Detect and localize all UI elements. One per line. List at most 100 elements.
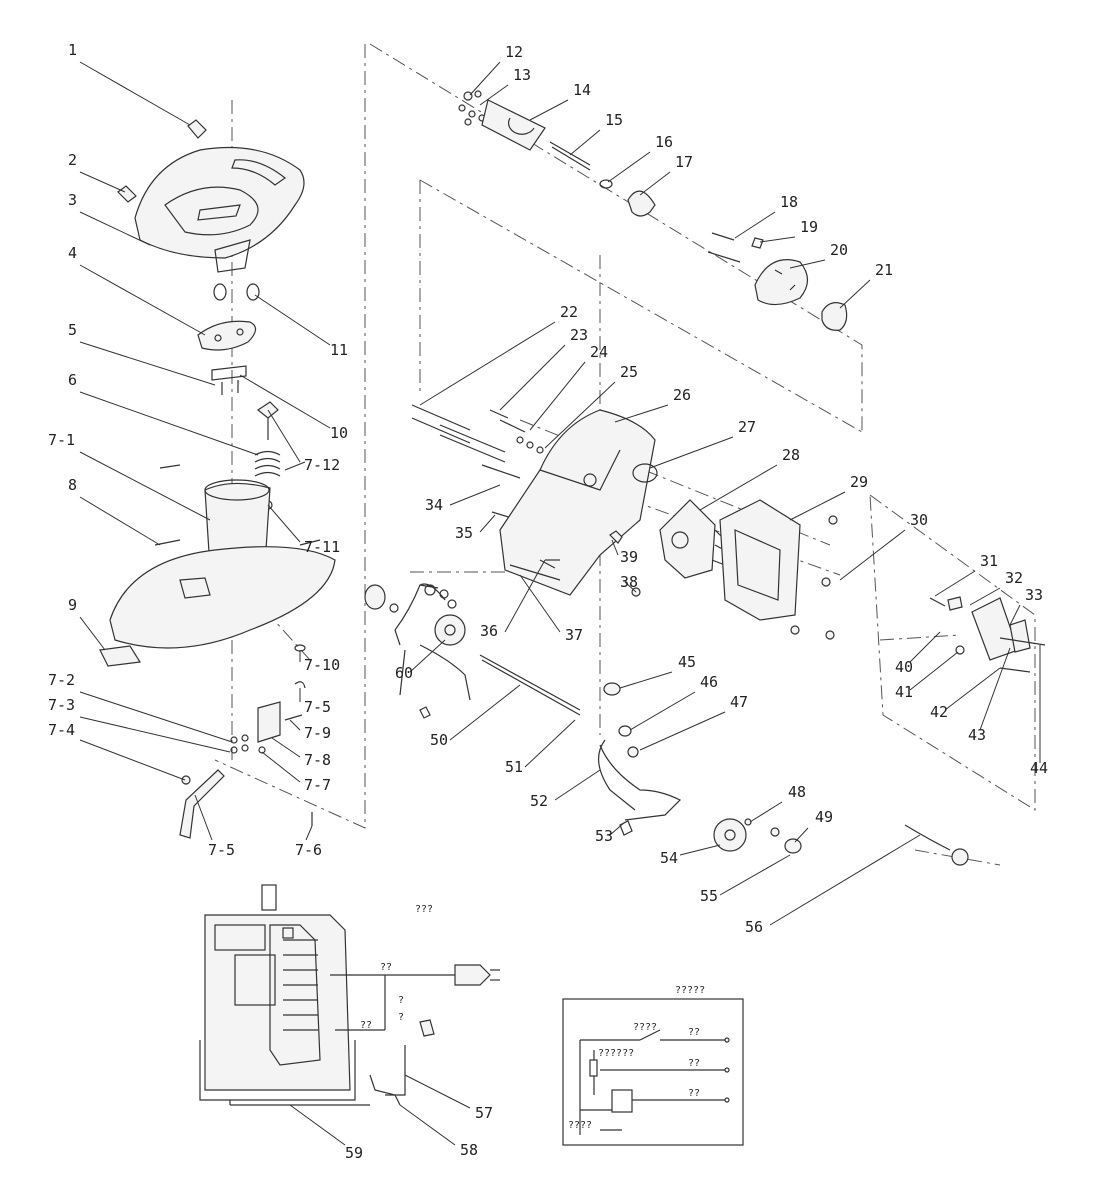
wiring-label-wire-mid-2: ? — [398, 1012, 404, 1023]
part-callout-21: 21 — [875, 261, 893, 279]
part-callout-54: 54 — [660, 849, 678, 867]
part-callout-7-10: 7-10 — [304, 656, 340, 674]
part-callout-7-11: 7-11 — [304, 538, 340, 556]
leader-line — [194, 794, 213, 841]
part-callout-24: 24 — [590, 343, 608, 361]
leader-line — [789, 259, 826, 269]
part-callout-51: 51 — [505, 758, 523, 776]
leader-line — [79, 496, 161, 546]
wiring-label-sw-out: ?? — [688, 1027, 700, 1038]
part-callout-36: 36 — [480, 622, 498, 640]
wiring-labels: ?????????????????????????????????? — [360, 904, 705, 1131]
leader-line — [289, 1104, 346, 1146]
leader-line — [934, 570, 976, 597]
wiring-label-sw-label: ???? — [633, 1022, 657, 1033]
part-callout-35: 35 — [455, 524, 473, 542]
leader-line — [404, 1074, 471, 1109]
leader-line — [469, 61, 501, 96]
part-callout-1: 1 — [68, 41, 77, 59]
leader-line — [609, 821, 626, 836]
part-callout-49: 49 — [815, 808, 833, 826]
leader-line — [79, 341, 216, 386]
leader-line — [79, 211, 151, 246]
part-callout-13: 13 — [513, 66, 531, 84]
part-callout-7-8: 7-8 — [304, 751, 331, 769]
leader-line — [289, 719, 301, 731]
leader-line — [769, 834, 921, 926]
part-callout-33: 33 — [1025, 586, 1043, 604]
leader-line — [419, 321, 556, 406]
part-callout-15: 15 — [605, 111, 623, 129]
part-callout-8: 8 — [68, 476, 77, 494]
leader-line — [479, 514, 496, 533]
part-callout-52: 52 — [530, 792, 548, 810]
leader-line — [544, 381, 616, 449]
part-callout-57: 57 — [475, 1104, 493, 1122]
part-callout-37: 37 — [565, 626, 583, 644]
leader-line — [79, 61, 191, 126]
leader-line — [254, 294, 331, 346]
switch-assembly — [929, 596, 1046, 673]
leader-line — [239, 374, 331, 429]
wiring-label-motor-title: ??? — [415, 904, 433, 915]
part-callout-38: 38 — [620, 573, 638, 591]
leader-line — [699, 464, 778, 511]
leader-line — [449, 684, 521, 741]
part-callout-34: 34 — [425, 496, 443, 514]
leader-line — [529, 99, 569, 121]
leader-line — [607, 151, 651, 183]
wiring-schematic — [562, 998, 744, 1146]
leader-line — [759, 236, 796, 243]
leader-line — [969, 587, 1001, 606]
leader-line — [944, 667, 1001, 711]
part-callout-7-5: 7-5 — [208, 841, 235, 859]
part-callout-22: 22 — [560, 303, 578, 321]
part-callout-16: 16 — [655, 133, 673, 151]
leader-line — [499, 344, 566, 411]
part-callout-5: 5 — [68, 321, 77, 339]
part-callout-11: 11 — [330, 341, 348, 359]
leader-line — [524, 719, 576, 768]
part-callout-55: 55 — [700, 887, 718, 905]
leader-line — [1009, 604, 1021, 626]
part-callout-17: 17 — [675, 153, 693, 171]
wiring-label-bottom-label: ???? — [568, 1120, 592, 1131]
part-callout-19: 19 — [800, 218, 818, 236]
leader-line — [839, 529, 906, 581]
leader-line — [79, 171, 126, 193]
part-callout-29: 29 — [850, 473, 868, 491]
leader-line — [624, 581, 637, 593]
part-callout-30: 30 — [910, 511, 928, 529]
part-callout-46: 46 — [700, 673, 718, 691]
leader-line — [611, 539, 619, 556]
leader-line — [839, 279, 871, 309]
part-callout-25: 25 — [620, 363, 638, 381]
leader-line — [629, 691, 696, 731]
part-callout-2: 2 — [68, 151, 77, 169]
leader-line — [261, 751, 301, 783]
motor-housing-assembly — [411, 404, 658, 596]
leader-line — [979, 647, 1011, 731]
leader-line — [79, 739, 186, 781]
leader-line — [554, 769, 601, 801]
part-callout-10: 10 — [330, 424, 348, 442]
leader-line — [614, 404, 669, 423]
part-callout-7-5: 7-5 — [304, 698, 331, 716]
leader-line — [639, 711, 726, 751]
part-callout-7-9: 7-9 — [304, 724, 331, 742]
leader-line — [679, 844, 721, 856]
power-cord — [904, 824, 969, 866]
part-callout-32: 32 — [1005, 569, 1023, 587]
part-callout-27: 27 — [738, 418, 756, 436]
part-callout-56: 56 — [745, 918, 763, 936]
part-callout-18: 18 — [780, 193, 798, 211]
motor-cross-section — [199, 884, 500, 1106]
leader-line — [789, 491, 846, 521]
leader-line — [267, 409, 301, 463]
leader-line — [79, 391, 259, 456]
part-callout-39: 39 — [620, 548, 638, 566]
part-callout-48: 48 — [788, 783, 806, 801]
part-callout-59: 59 — [345, 1144, 363, 1162]
